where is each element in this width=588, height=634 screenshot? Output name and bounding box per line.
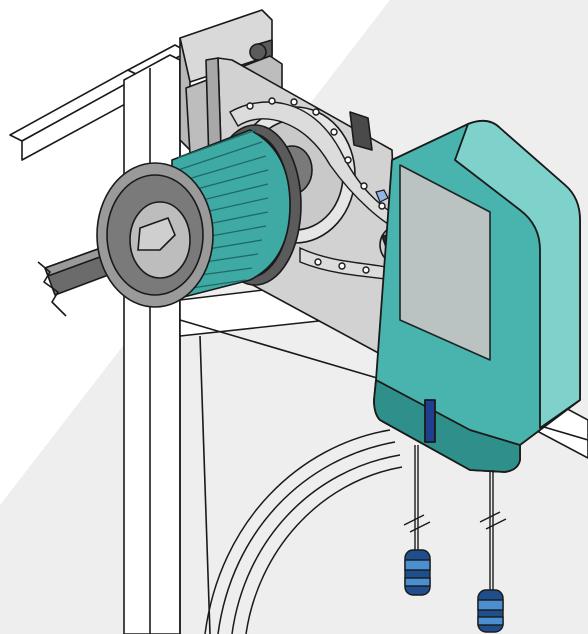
cable-drum <box>96 124 302 308</box>
pull-cord-weight-right <box>477 589 504 633</box>
door-track <box>204 429 403 634</box>
front-plate <box>399 164 491 361</box>
pull-cords <box>403 445 507 590</box>
pull-cord-weight-left <box>404 549 431 596</box>
drive-chain <box>229 97 402 281</box>
